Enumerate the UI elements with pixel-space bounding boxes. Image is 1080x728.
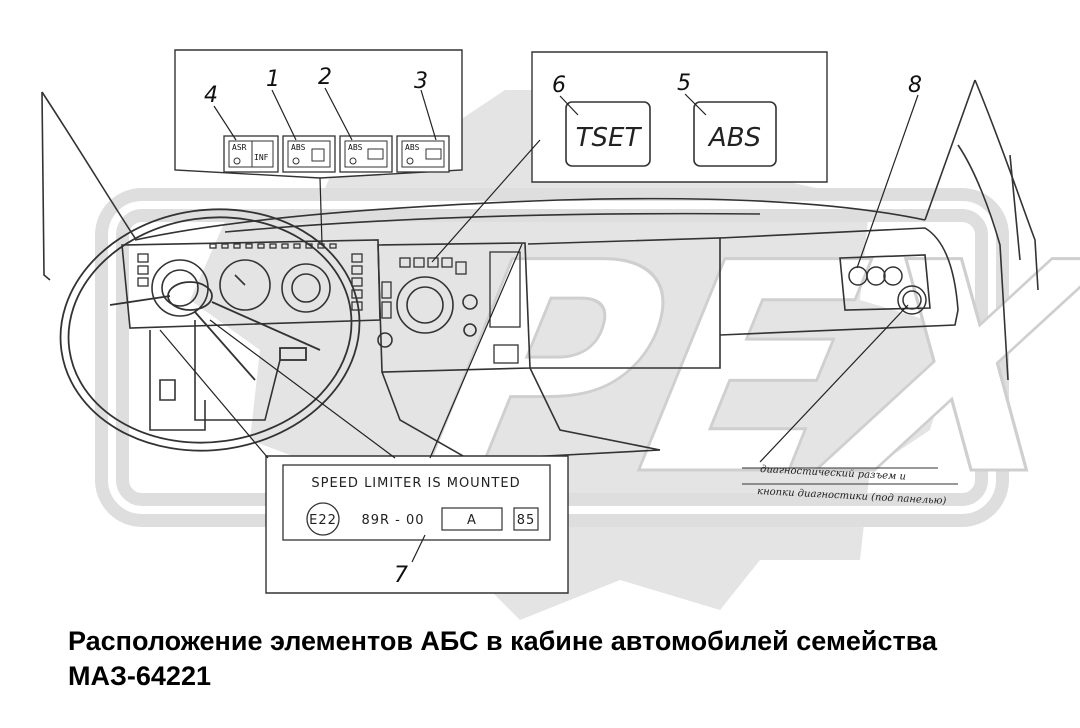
speed-plate-mark-circle (306, 502, 340, 536)
lamp-abs-label: ABS (707, 123, 761, 153)
leader-lines (159, 87, 919, 563)
indicator-abs-3 (396, 135, 450, 173)
speed-plate-title: SPEED LIMITER IS MOUNTED (311, 476, 520, 491)
caption-line-2: МАЗ-64221 (68, 661, 211, 691)
speed-plate (282, 464, 551, 541)
speed-plate-box-label: A (467, 513, 477, 528)
callout-2: 2 (318, 65, 332, 90)
callout-4: 4 (204, 83, 218, 108)
indicator-abs-label-2: ABS (348, 143, 363, 152)
lamp-abs-frame (693, 101, 777, 167)
steering-wheel (59, 208, 361, 452)
indicator-asr-inf (223, 135, 279, 173)
callout-5: 5 (677, 71, 691, 96)
inset-lamps-frame (531, 51, 828, 183)
indicator-inner-boxes (228, 140, 445, 168)
indicator-abs-label-3: ABS (405, 143, 420, 152)
callout-6: 6 (552, 73, 566, 98)
indicator-abs-1 (282, 135, 336, 173)
indicator-asr-label: ASR (232, 143, 247, 152)
indicator-abs-label-1: ABS (291, 143, 306, 152)
lamp-tset-frame (565, 101, 651, 167)
speed-plate-number-box (513, 507, 539, 531)
speed-plate-code: 89R - 00 (361, 513, 424, 528)
dash-switches (137, 243, 521, 364)
speed-plate-box (441, 507, 503, 531)
inset-plate-frame (265, 455, 569, 594)
callout-8: 8 (908, 73, 922, 98)
diagnostic-buttons (848, 266, 927, 315)
indicator-inf-label: INF (254, 153, 269, 162)
speed-plate-mark: E22 (309, 513, 337, 528)
indicator-row (223, 135, 450, 173)
diagram-caption: Расположение элементов АБС в кабине авто… (68, 624, 1058, 694)
callout-7: 7 (394, 563, 408, 588)
caption-line-1: Расположение элементов АБС в кабине авто… (68, 626, 938, 656)
speed-plate-number: 85 (517, 513, 536, 528)
callout-1: 1 (266, 67, 280, 92)
lamp-tset-label: TSET (576, 123, 643, 153)
callout-3: 3 (414, 69, 428, 94)
